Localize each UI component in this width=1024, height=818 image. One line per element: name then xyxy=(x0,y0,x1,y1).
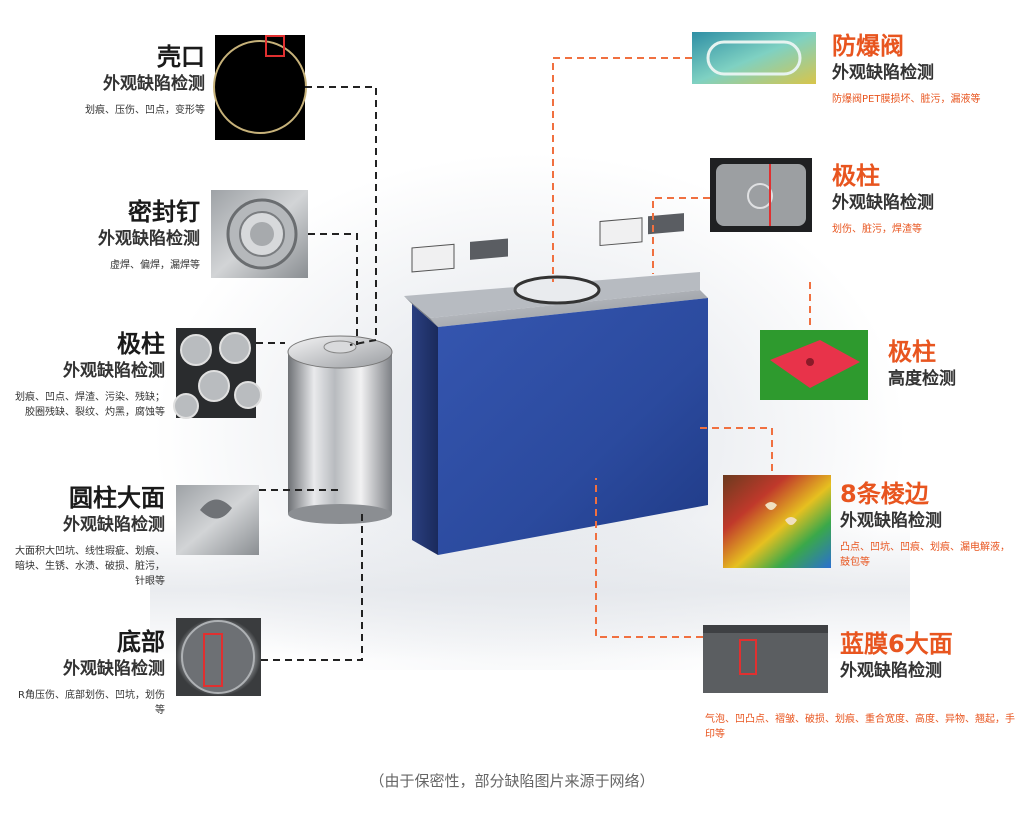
label-desc: 划痕、压伤、凹点，变形等 xyxy=(85,105,205,116)
label-subtitle: 外观缺陷检测 xyxy=(63,659,165,679)
prismatic-battery xyxy=(404,213,708,555)
right-thumbnails xyxy=(692,32,868,693)
label-terminal-left: 极柱 外观缺陷检测 划痕、凹点、焊渣、污染、残缺；胶圈残缺、裂纹、灼黑，腐蚀等 xyxy=(15,330,165,420)
label-subtitle: 外观缺陷检测 xyxy=(840,511,942,531)
right-connector-lines xyxy=(552,57,811,638)
label-blue-film-desc: 气泡、凹凸点、褶皱、破损、划痕、重合宽度、高度、异物、翘起，手印等 xyxy=(705,712,1015,742)
label-title: 壳口 xyxy=(157,43,205,71)
label-title: 圆柱大面 xyxy=(69,484,165,512)
label-explosion-valve: 防爆阀 外观缺陷检测 防爆阀PET膜损坏、脏污，漏液等 xyxy=(832,32,1012,107)
label-title: 8条棱边 xyxy=(840,480,929,508)
label-desc: 气泡、凹凸点、褶皱、破损、划痕、重合宽度、高度、异物、翘起，手印等 xyxy=(705,714,1015,740)
label-bottom: 底部 外观缺陷检测 R角压伤、底部划伤、凹坑，划伤等 xyxy=(15,628,165,718)
label-title: 极柱 xyxy=(832,162,880,190)
label-desc: 划痕、凹点、焊渣、污染、残缺；胶圈残缺、裂纹、灼黑，腐蚀等 xyxy=(15,392,165,418)
label-title: 极柱 xyxy=(888,338,936,366)
label-blue-film: 蓝膜6大面 外观缺陷检测 xyxy=(840,630,1018,682)
label-desc: R角压伤、底部划伤、凹坑，划伤等 xyxy=(18,690,165,716)
label-desc: 凸点、凹坑、凹痕、划痕、漏电解液，鼓包等 xyxy=(840,542,1010,568)
label-shell-opening: 壳口 外观缺陷检测 划痕、压伤、凹点，变形等 xyxy=(20,43,205,118)
label-desc: 防爆阀PET膜损坏、脏污，漏液等 xyxy=(832,94,981,105)
label-desc: 大面积大凹坑、线性瑕疵、划痕、暗块、生锈、水渍、破损、脏污，针眼等 xyxy=(15,546,165,587)
footer-note: （由于保密性，部分缺陷图片来源于网络） xyxy=(369,772,655,790)
label-subtitle: 高度检测 xyxy=(888,369,956,389)
label-title: 防爆阀 xyxy=(832,32,904,60)
label-subtitle: 外观缺陷检测 xyxy=(840,661,942,681)
label-subtitle: 外观缺陷检测 xyxy=(98,229,200,249)
label-title: 密封钉 xyxy=(128,198,200,226)
label-terminal-right: 极柱 外观缺陷检测 划伤、脏污，焊渣等 xyxy=(832,162,1012,237)
label-eight-edges: 8条棱边 外观缺陷检测 凸点、凹坑、凹痕、划痕、漏电解液，鼓包等 xyxy=(840,480,1018,570)
label-desc: 虚焊、偏焊，漏焊等 xyxy=(110,260,200,271)
cylindrical-battery xyxy=(287,335,393,524)
label-subtitle: 外观缺陷检测 xyxy=(832,193,934,213)
label-sealing-nail: 密封钉 外观缺陷检测 虚焊、偏焊，漏焊等 xyxy=(20,198,200,273)
label-title: 蓝膜6大面 xyxy=(840,630,953,658)
label-cylinder-surface: 圆柱大面 外观缺陷检测 大面积大凹坑、线性瑕疵、划痕、暗块、生锈、水渍、破损、脏… xyxy=(15,484,165,589)
label-subtitle: 外观缺陷检测 xyxy=(103,74,205,94)
label-title: 底部 xyxy=(117,628,165,656)
label-subtitle: 外观缺陷检测 xyxy=(832,63,934,83)
left-connector-lines xyxy=(256,86,377,661)
label-desc: 划伤、脏污，焊渣等 xyxy=(832,224,922,235)
label-title: 极柱 xyxy=(117,330,165,358)
label-subtitle: 外观缺陷检测 xyxy=(63,361,165,381)
left-thumbnails xyxy=(173,35,308,696)
label-terminal-height: 极柱 高度检测 xyxy=(888,338,1018,390)
label-subtitle: 外观缺陷检测 xyxy=(63,515,165,535)
